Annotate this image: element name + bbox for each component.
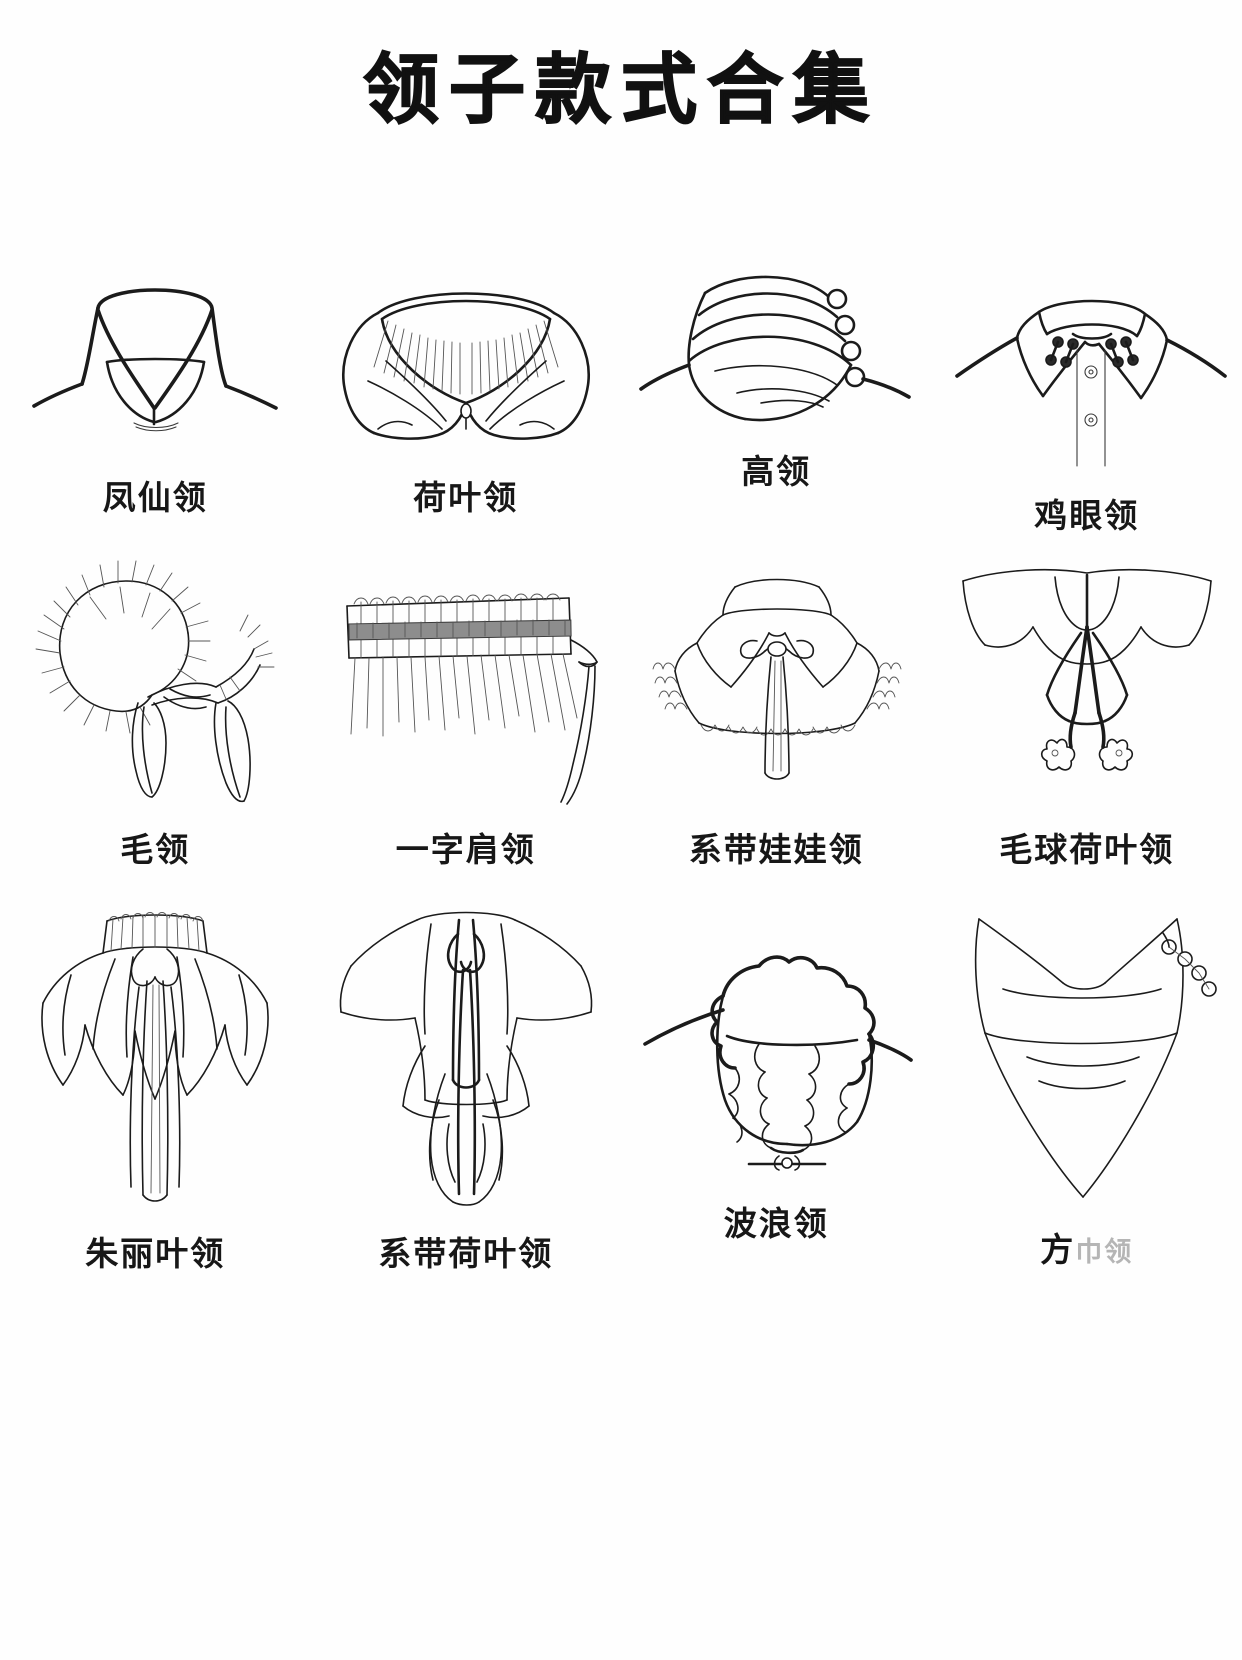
collar-item-wave[interactable]: 波浪领 bbox=[621, 880, 932, 1280]
eyelet-pin-collar-illustration bbox=[932, 240, 1242, 499]
collar-label-pompom-ruffle: 毛球荷叶领 bbox=[999, 830, 1175, 869]
collar-label-fur: 毛领 bbox=[120, 830, 191, 869]
collar-item-tie-ruffle[interactable]: 系带荷叶领 bbox=[311, 880, 622, 1280]
collar-item-high-neck[interactable]: 高领 bbox=[621, 240, 932, 540]
high-turtleneck-collar-illustration bbox=[621, 240, 932, 455]
fur-collar-illustration bbox=[0, 540, 311, 833]
collar-item-juliet[interactable]: 朱丽叶领 bbox=[0, 880, 311, 1280]
collar-label-wave: 波浪领 bbox=[723, 1204, 829, 1243]
collar-row-3: 朱丽叶领 bbox=[0, 880, 1242, 1280]
collar-label-kerchief-faint: 巾领 bbox=[1075, 1237, 1134, 1268]
collar-item-eyelet[interactable]: 鸡眼领 bbox=[932, 240, 1242, 540]
collar-item-off-shoulder[interactable]: 一字肩领 bbox=[311, 540, 622, 880]
collar-label-eyelet: 鸡眼领 bbox=[1034, 496, 1140, 535]
scarf-kerchief-collar-illustration bbox=[932, 880, 1242, 1233]
collar-row-2: 毛领 bbox=[0, 540, 1242, 880]
collar-label-high-neck: 高领 bbox=[741, 452, 812, 491]
collar-item-fur[interactable]: 毛领 bbox=[0, 540, 311, 880]
collar-label-off-shoulder: 一字肩领 bbox=[395, 830, 536, 869]
collar-item-tie-peter-pan[interactable]: 系带娃娃领 bbox=[621, 540, 932, 880]
tie-peter-pan-collar-illustration bbox=[621, 540, 932, 833]
mandarin-collar-illustration bbox=[0, 240, 311, 481]
collar-item-pompom-ruffle[interactable]: 毛球荷叶领 bbox=[932, 540, 1242, 880]
tie-ruffle-collar-illustration bbox=[311, 880, 622, 1237]
collar-grid: 凤仙领 bbox=[0, 240, 1242, 1280]
collar-label-mandarin: 凤仙领 bbox=[102, 478, 208, 517]
wave-collar-illustration bbox=[621, 880, 932, 1207]
pompom-ruffle-collar-illustration bbox=[932, 540, 1242, 833]
collar-label-juliet: 朱丽叶领 bbox=[85, 1234, 226, 1273]
collar-row-1: 凤仙领 bbox=[0, 240, 1242, 540]
ruffle-collar-illustration bbox=[311, 240, 622, 481]
collar-label-kerchief-main: 方 bbox=[1040, 1230, 1076, 1269]
off-shoulder-straight-collar-illustration bbox=[311, 540, 622, 833]
collar-label-kerchief: 方巾领 bbox=[1040, 1233, 1133, 1266]
juliet-collar-illustration bbox=[0, 880, 311, 1237]
page-title-wrapper: 领子款式合集 bbox=[0, 45, 1242, 134]
collar-label-tie-ruffle: 系带荷叶领 bbox=[378, 1234, 554, 1273]
collar-label-ruffle: 荷叶领 bbox=[413, 478, 519, 517]
collar-item-kerchief[interactable]: 方巾领 bbox=[932, 880, 1242, 1280]
collar-item-mandarin[interactable]: 凤仙领 bbox=[0, 240, 311, 540]
page-title: 领子款式合集 bbox=[362, 45, 879, 134]
collar-label-tie-peter-pan: 系带娃娃领 bbox=[688, 830, 864, 869]
collar-item-ruffle[interactable]: 荷叶领 bbox=[311, 240, 622, 540]
